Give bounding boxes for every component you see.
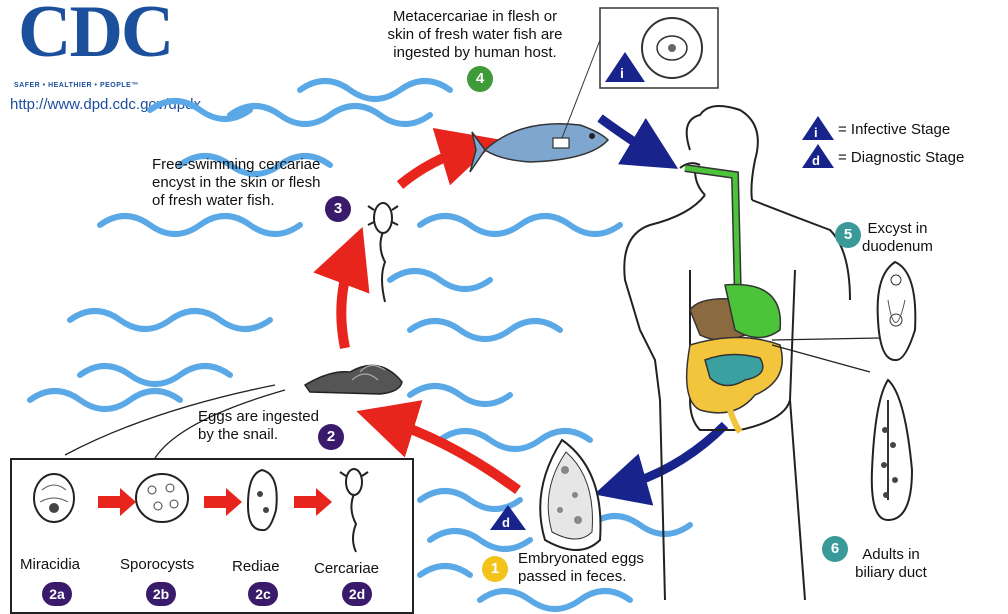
- badge-2a: 2a: [42, 582, 72, 606]
- stage-2-text: Eggs are ingested by the snail.: [198, 408, 319, 444]
- legend-diagnostic-label: = Diagnostic Stage: [838, 149, 964, 167]
- adult-fluke: [872, 380, 912, 520]
- stage-1-text: Embryonated eggs passed in feces.: [518, 550, 644, 586]
- cercaria-drawing: [340, 469, 368, 552]
- inset-label-sporocysts: Sporocysts: [120, 556, 194, 574]
- badge-2b: 2b: [146, 582, 176, 606]
- sporocyst-drawing: [136, 474, 188, 522]
- badge-2d: 2d: [342, 582, 372, 606]
- stage-3-text: Free-swimming cercariae encyst in the sk…: [152, 156, 320, 210]
- svg-text:d: d: [812, 153, 820, 168]
- cercaria-encysting: [368, 203, 398, 302]
- miracidium-drawing: [34, 474, 74, 522]
- stage-4-badge: 4: [467, 66, 493, 92]
- inset-arrows: [98, 488, 332, 516]
- stage-5-badge: 5: [835, 222, 861, 248]
- badge-2c: 2c: [248, 582, 278, 606]
- stage-4-text: Metacercariae in flesh or skin of fresh …: [355, 8, 595, 62]
- svg-text:i: i: [814, 125, 818, 140]
- snail-stages-inset: Miracidia Sporocysts Rediae Cercariae 2a…: [10, 458, 414, 614]
- gut-pointer-lines: [772, 338, 880, 372]
- stage-5-text: Excyst in duodenum: [862, 220, 933, 256]
- inset-label-rediae: Rediae: [232, 558, 280, 576]
- stage-2-badge: 2: [318, 424, 344, 450]
- metacercaria-inset: i: [600, 8, 718, 88]
- inset-label-cercariae: Cercariae: [314, 560, 379, 578]
- legend-symbols: i d: [802, 116, 834, 168]
- inset-label-miracidia: Miracidia: [20, 556, 80, 574]
- snail: [305, 365, 402, 394]
- legend-infective-label: = Infective Stage: [838, 121, 950, 139]
- stage-6-text: Adults in biliary duct: [836, 546, 946, 582]
- svg-text:d: d: [502, 515, 510, 530]
- svg-text:i: i: [620, 65, 624, 81]
- redia-drawing: [248, 470, 277, 530]
- excysted-metacercaria: [878, 262, 916, 360]
- embryonated-egg: [540, 440, 600, 550]
- stage-3-badge: 3: [325, 196, 351, 222]
- digestive-tract: [685, 168, 782, 432]
- stage-1-badge: 1: [482, 556, 508, 582]
